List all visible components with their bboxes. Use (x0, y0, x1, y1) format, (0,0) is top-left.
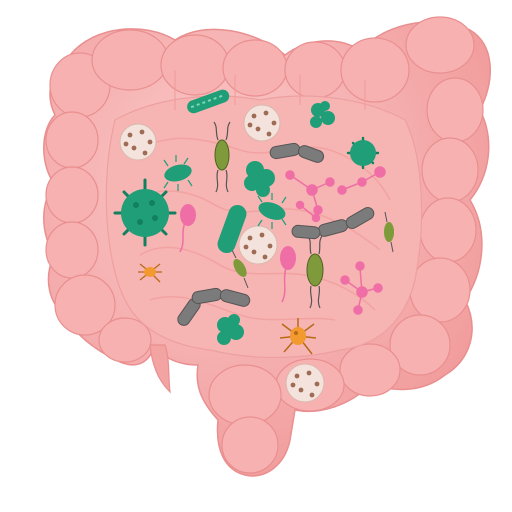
pink-branched-bacteria-3 (340, 261, 383, 315)
gray-rod-chain-1 (269, 142, 325, 163)
green-cocci-cluster-2 (244, 161, 275, 197)
green-spiky-virus-large (113, 178, 177, 247)
green-rod-bacterium-large (217, 204, 247, 254)
gray-rod-chain-3 (177, 287, 251, 326)
haustra-right (339, 77, 484, 397)
spotted-virus-1 (119, 123, 157, 161)
microbes (113, 89, 394, 403)
olive-bacterium-small (384, 211, 394, 253)
pink-branched-bacteria-4 (295, 200, 321, 223)
pink-tailed-microbe-1 (179, 204, 196, 253)
gray-rod-chain-2 (291, 207, 375, 240)
green-rod-bacterium (187, 89, 230, 114)
spotted-virus-2 (243, 104, 281, 142)
green-spiky-virus-small (346, 136, 380, 170)
spotted-virus-3 (238, 225, 278, 265)
orange-spider-microbe-2 (279, 318, 317, 355)
pink-tailed-microbe-2 (280, 246, 296, 303)
haustra-left (45, 52, 152, 363)
green-hairy-bacterium-1 (163, 155, 193, 191)
green-cocci-cluster-1 (310, 101, 335, 128)
olive-bacterium-small-2 (231, 249, 249, 289)
olive-flagellated-bacterium-2 (306, 235, 324, 309)
green-hairy-bacterium-2 (257, 193, 287, 229)
pink-branched-bacteria-2 (337, 166, 386, 195)
olive-flagellated-bacterium-1 (213, 121, 231, 193)
appendix (149, 344, 171, 394)
spotted-virus-4 (285, 363, 325, 403)
pink-branched-bacteria-1 (285, 170, 335, 215)
green-cocci-cluster-3 (217, 314, 244, 345)
orange-spider-microbe-1 (138, 263, 162, 283)
